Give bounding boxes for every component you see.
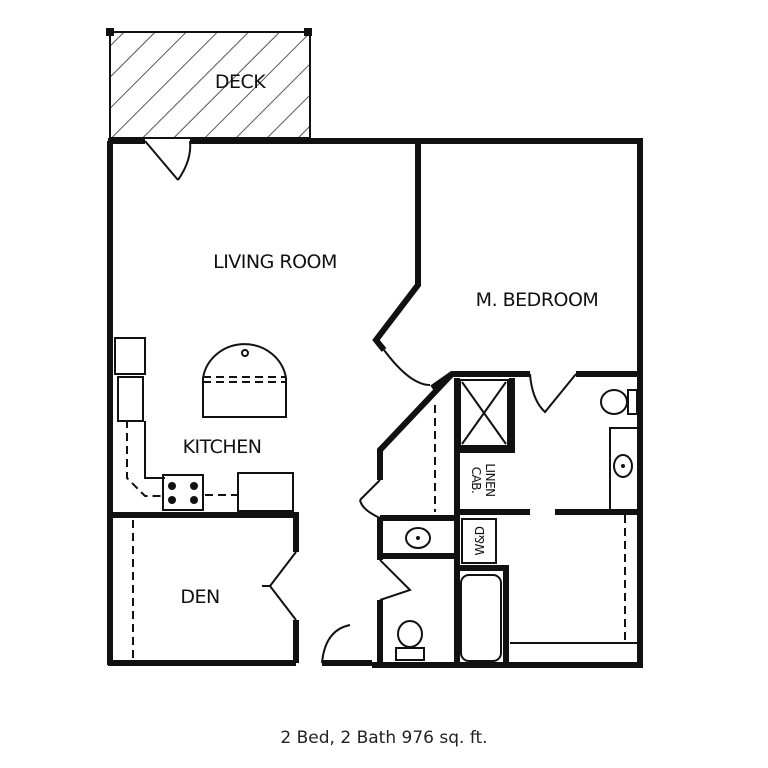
master-bedroom-label: M. BEDROOM [476, 289, 599, 311]
deck-door[interactable] [144, 140, 192, 181]
deck-post [304, 28, 312, 36]
linen-label: LINEN [483, 463, 497, 496]
refrigerator [237, 472, 294, 512]
deck-label: DECK [215, 71, 266, 93]
kitchen-label: KITCHEN [183, 436, 262, 458]
stove-icon [162, 474, 204, 511]
shower [459, 379, 509, 447]
washer-dryer [461, 518, 497, 564]
bath-fixtures [395, 379, 639, 662]
closets [132, 405, 640, 660]
interior-walls [110, 141, 640, 666]
cabinet [114, 337, 146, 375]
deck [106, 28, 312, 139]
den-label: DEN [180, 586, 219, 608]
toilet-icon [397, 620, 423, 648]
dining-table [202, 343, 287, 418]
plan-caption: 2 Bed, 2 Bath 976 sq. ft. [280, 728, 488, 748]
kitchen-fixtures [114, 337, 294, 512]
sink-icon [613, 454, 633, 478]
cab-label: CAB. [469, 467, 483, 494]
washer-dryer-label: W&D [473, 526, 487, 555]
sink [117, 376, 144, 422]
toilet-icon [600, 389, 628, 415]
door-swings [262, 373, 577, 664]
sink-icon [405, 527, 431, 549]
deck-post [106, 28, 114, 36]
living-room-label: LIVING ROOM [213, 251, 337, 273]
vanity [609, 427, 639, 511]
bathtub [460, 574, 502, 662]
